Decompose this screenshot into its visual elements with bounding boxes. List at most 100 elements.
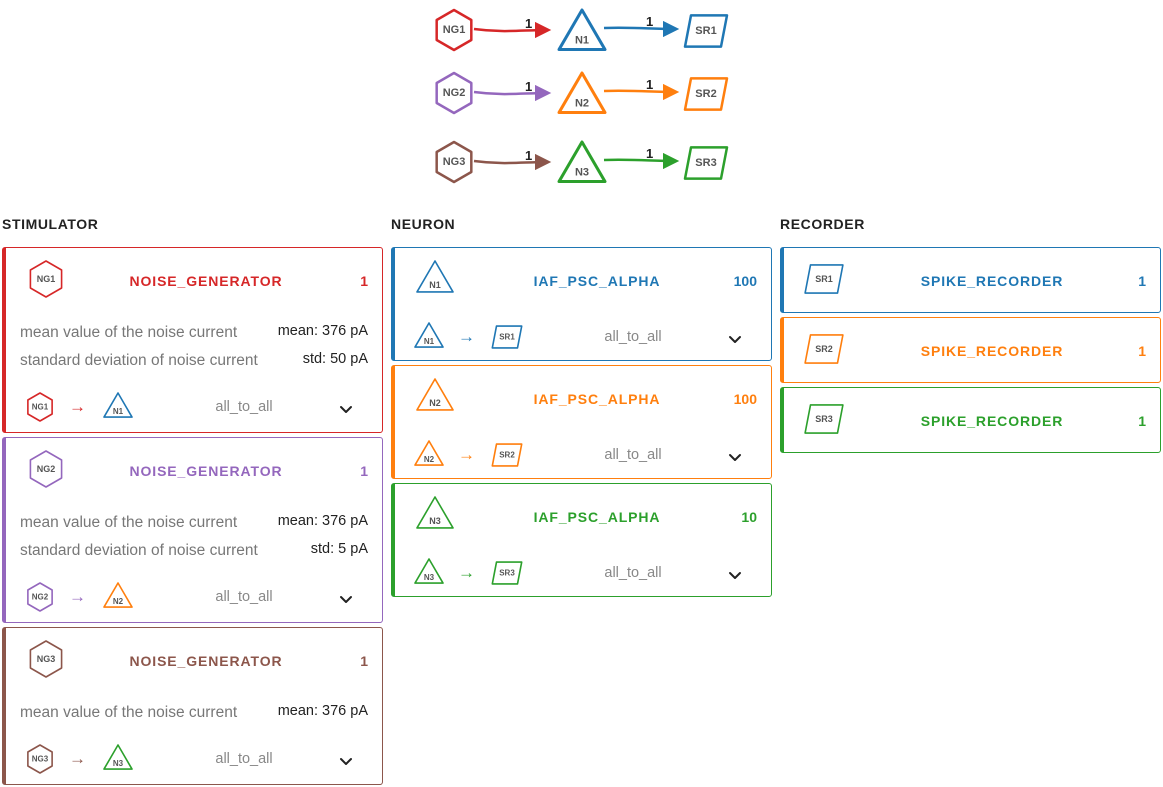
connection-rule[interactable]: all_to_all: [604, 329, 662, 345]
graph-node-sr2[interactable]: SR2: [683, 77, 729, 111]
triangle-icon: N1: [416, 260, 454, 293]
connection-source-icon: N1: [414, 322, 444, 348]
graph-node-n3[interactable]: N3: [557, 140, 607, 184]
edge-weight-label: 1: [525, 148, 532, 163]
parallelogram-icon: SR3: [804, 404, 844, 434]
graph-node-n1[interactable]: N1: [557, 8, 607, 52]
graph-node-ng3[interactable]: NG3: [435, 140, 473, 184]
node-icon-n1: N1: [414, 322, 444, 348]
graph-node-ng1[interactable]: NG1: [435, 8, 473, 52]
chevron-down-icon[interactable]: [728, 450, 742, 468]
param-value[interactable]: mean: 376 pA: [277, 703, 368, 719]
chevron-down-icon[interactable]: [339, 592, 353, 610]
graph-edge-in[interactable]: [473, 84, 552, 102]
parallelogram-icon: SR1: [804, 264, 844, 294]
triangle-shape: [414, 440, 444, 466]
param-value[interactable]: std: 50 pA: [302, 351, 368, 367]
param-value[interactable]: mean: 376 pA: [277, 513, 368, 529]
connection-target-icon: N1: [103, 392, 133, 418]
param-value[interactable]: std: 5 pA: [310, 541, 368, 557]
connection-rule[interactable]: all_to_all: [604, 565, 662, 581]
graph-edge-out[interactable]: [603, 83, 680, 101]
hexagon-icon: NG1: [29, 260, 63, 298]
chevron-down-icon[interactable]: [728, 568, 742, 586]
graph-edge-out[interactable]: [603, 152, 680, 170]
edge-weight-label: 1: [525, 79, 532, 94]
parallelogram-shape: [804, 264, 844, 294]
neuron-column-title: NEURON: [391, 216, 456, 232]
connection-rule[interactable]: all_to_all: [604, 447, 662, 463]
hexagon-icon: NG3: [29, 640, 63, 678]
node-label: NG1: [32, 403, 49, 412]
connection-rule[interactable]: all_to_all: [215, 399, 273, 415]
node-icon-ng3: NG3: [27, 744, 53, 774]
node-icon-sr3: SR3: [804, 404, 844, 434]
card-count: 1: [360, 463, 368, 479]
node-label: N3: [429, 516, 441, 526]
graph-node-sr1[interactable]: SR1: [683, 14, 729, 48]
graph-edge-out[interactable]: [603, 20, 680, 38]
hexagon-icon: NG2: [29, 450, 63, 488]
hexagon-shape: [27, 392, 53, 422]
chevron-down-icon[interactable]: [728, 332, 742, 350]
param-value[interactable]: mean: 376 pA: [277, 323, 368, 339]
node-label: NG2: [443, 87, 466, 99]
chevron-down-icon[interactable]: [339, 754, 353, 772]
parallelogram-shape: [491, 561, 523, 585]
connection-rule[interactable]: all_to_all: [215, 589, 273, 605]
node-label: SR1: [695, 25, 716, 37]
chevron-down-icon[interactable]: [339, 402, 353, 420]
graph-node-n2[interactable]: N2: [557, 71, 607, 115]
node-icon-ng2: NG2: [27, 582, 53, 612]
connection-rule[interactable]: all_to_all: [215, 751, 273, 767]
node-label: SR3: [695, 157, 716, 169]
node-label: N2: [429, 398, 441, 408]
node-label: NG1: [37, 274, 56, 284]
triangle-shape: [557, 71, 607, 115]
triangle-icon: N2: [416, 378, 454, 411]
graph-edge-in[interactable]: [473, 21, 552, 39]
node-icon-n3: N3: [414, 558, 444, 584]
node-label: SR2: [499, 451, 515, 460]
node-label: NG3: [37, 654, 56, 664]
node-label: NG2: [32, 593, 49, 602]
graph-node-sr3[interactable]: SR3: [683, 146, 729, 180]
node-icon-sr3: SR3: [491, 561, 523, 585]
edge-weight-label: 1: [646, 146, 653, 161]
connection-target-icon: N3: [103, 744, 133, 770]
graph-node-ng2[interactable]: NG2: [435, 71, 473, 115]
graph-edge-in[interactable]: [473, 153, 552, 171]
card-count: 1: [1138, 273, 1146, 289]
triangle-shape: [414, 322, 444, 348]
